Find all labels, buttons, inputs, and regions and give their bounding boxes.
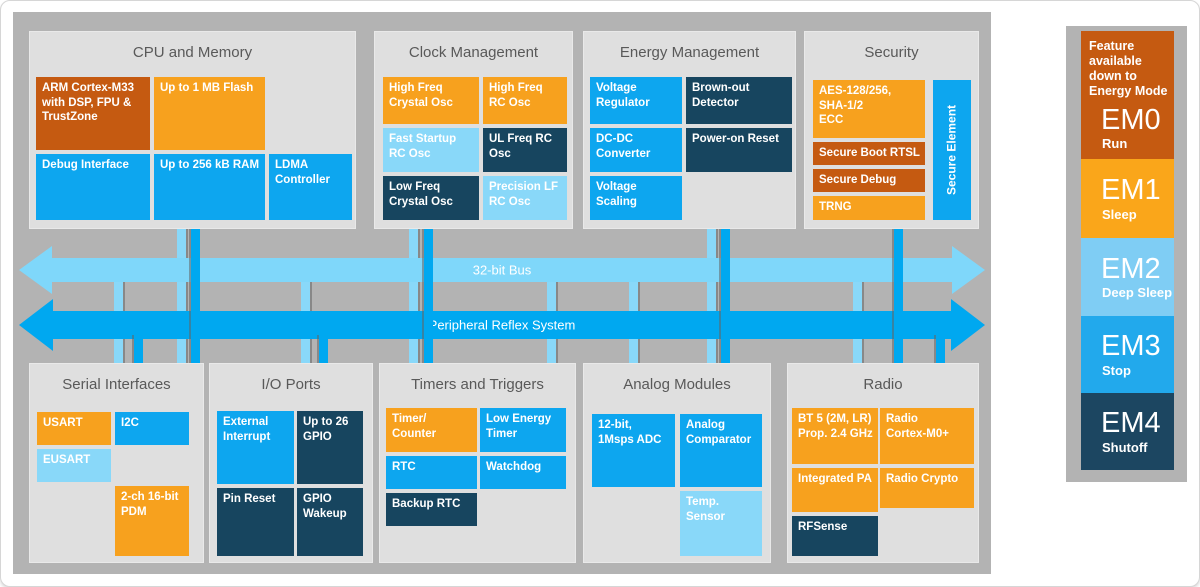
em3-id: EM3 xyxy=(1101,330,1161,363)
panel-title: Analog Modules xyxy=(623,376,731,393)
block-rtc: RTC xyxy=(386,456,477,489)
arrowhead-left xyxy=(19,246,52,294)
em2-name: Deep Sleep xyxy=(1102,285,1173,301)
panel-title: Energy Management xyxy=(619,44,760,61)
block-ldma-controller: LDMA Controller xyxy=(269,154,352,220)
block-integrated-pa: Integrated PA xyxy=(792,468,878,512)
panel-serial-interfaces: Serial Interfaces USART I2C EUSART 2-ch … xyxy=(29,363,204,563)
block-power-on-reset: Power-on Reset xyxy=(686,128,792,172)
block-ram: Up to 256 kB RAM xyxy=(154,154,265,220)
main-diagram-panel: 32-bit Bus Peripheral Reflex System CPU … xyxy=(13,12,991,574)
bus-32bit: 32-bit Bus xyxy=(19,246,985,294)
bus-32bit-label: 32-bit Bus xyxy=(472,262,532,278)
panel-radio: Radio BT 5 (2M, LR) Prop. 2.4 GHz Radio … xyxy=(787,363,979,563)
block-usart: USART xyxy=(37,412,111,445)
em0-name: Run xyxy=(1102,136,1128,151)
em1-id: EM1 xyxy=(1101,174,1161,207)
arrowhead-right xyxy=(951,299,985,351)
panel-title: I/O Ports xyxy=(261,376,321,393)
em4-id: EM4 xyxy=(1101,407,1161,440)
panel-title: Serial Interfaces xyxy=(62,376,171,393)
block-watchdog: Watchdog xyxy=(480,456,566,489)
block-ul-freq-rc-osc: UL Freq RC Osc xyxy=(483,128,567,172)
block-secure-element: Secure Element xyxy=(933,80,971,220)
bus-connector xyxy=(409,229,418,363)
em2-id: EM2 xyxy=(1101,252,1161,285)
block-fast-startup-rc-osc: Fast Startup RC Osc xyxy=(383,128,479,172)
block-low-energy-timer: Low Energy Timer xyxy=(480,408,566,452)
block-temp-sensor: Temp. Sensor xyxy=(680,491,762,556)
panel-io-ports: I/O Ports External Interrupt Up to 26 GP… xyxy=(209,363,373,563)
block-external-interrupt: External Interrupt xyxy=(217,411,294,484)
energy-mode-legend: Feature available down to Energy Mode EM… xyxy=(1066,26,1187,482)
block-pdm: 2-ch 16-bit PDM xyxy=(115,486,189,556)
block-hf-rc-osc: High Freq RC Osc xyxy=(483,77,567,124)
block-voltage-scaling: Voltage Scaling xyxy=(590,176,682,220)
bus-connector xyxy=(134,335,143,363)
block-trng: TRNG xyxy=(813,196,925,220)
block-radio-crypto: Radio Crypto xyxy=(880,468,974,508)
block-dcdc-converter: DC-DC Converter xyxy=(590,128,682,172)
block-precision-lf-rc-osc: Precision LF RC Osc xyxy=(483,176,567,220)
panel-timers-and-triggers: Timers and Triggers Timer/ Counter Low E… xyxy=(379,363,576,563)
bus-32bit-body: 32-bit Bus xyxy=(52,258,952,282)
block-secure-boot-rtsl: Secure Boot RTSL xyxy=(813,142,925,165)
block-backup-rtc: Backup RTC xyxy=(386,493,477,526)
block-timer-counter: Timer/ Counter xyxy=(386,408,477,452)
block-flash: Up to 1 MB Flash xyxy=(154,77,265,150)
bus-prs-label: Peripheral Reflex System xyxy=(428,317,576,333)
panel-cpu-and-memory: CPU and Memory ARM Cortex-M33 with DSP, … xyxy=(29,31,356,229)
block-debug-interface: Debug Interface xyxy=(36,154,150,220)
block-arm-cortex-m33: ARM Cortex-M33 with DSP, FPU & TrustZone xyxy=(36,77,150,150)
block-brown-out-detector: Brown-out Detector xyxy=(686,77,792,124)
panel-clock-management: Clock Management High Freq Crystal Osc H… xyxy=(374,31,573,229)
block-aes-sha-ecc: AES-128/256, SHA-1/2 ECC xyxy=(813,80,925,138)
panel-security: Security AES-128/256, SHA-1/2 ECC Secure… xyxy=(804,31,979,229)
block-bt5: BT 5 (2M, LR) Prop. 2.4 GHz xyxy=(792,408,878,464)
block-pin-reset: Pin Reset xyxy=(217,488,294,556)
panel-title: Security xyxy=(864,44,919,61)
em4-name: Shutoff xyxy=(1102,439,1148,455)
em-block-em0: Feature available down to Energy Mode EM… xyxy=(1081,31,1174,159)
block-adc: 12-bit, 1Msps ADC xyxy=(592,414,675,487)
bus-connector xyxy=(936,335,945,363)
block-voltage-regulator: Voltage Regulator xyxy=(590,77,682,124)
block-lf-crystal-osc: Low Freq Crystal Osc xyxy=(383,176,479,220)
bus-peripheral-reflex: Peripheral Reflex System xyxy=(19,299,985,351)
block-gpio: Up to 26 GPIO xyxy=(297,411,363,484)
arrowhead-left xyxy=(19,299,53,351)
arrowhead-right xyxy=(952,246,985,294)
bus-prs-body: Peripheral Reflex System xyxy=(53,311,951,339)
em-block-em2: EM2 Deep Sleep xyxy=(1081,238,1174,316)
panel-title: Radio xyxy=(863,376,903,393)
block-gpio-wakeup: GPIO Wakeup xyxy=(297,488,363,556)
bus-connector xyxy=(894,229,903,363)
bus-connector xyxy=(319,335,328,363)
block-rfsense: RFSense xyxy=(792,516,878,556)
block-secure-debug: Secure Debug xyxy=(813,169,925,192)
panel-title: CPU and Memory xyxy=(132,44,253,61)
em0-id: EM0 xyxy=(1101,103,1161,136)
panel-title: Timers and Triggers xyxy=(411,376,544,393)
panel-energy-management: Energy Management Voltage Regulator Brow… xyxy=(583,31,796,229)
em-block-em1: EM1 Sleep xyxy=(1081,159,1174,238)
legend-header: Feature available down to Energy Mode xyxy=(1089,39,1168,98)
block-i2c: I2C xyxy=(115,412,189,445)
em1-name: Sleep xyxy=(1102,206,1137,222)
block-hf-crystal-osc: High Freq Crystal Osc xyxy=(383,77,479,124)
bus-connector xyxy=(707,229,716,363)
bus-connector xyxy=(721,229,730,363)
bus-connector xyxy=(177,229,186,363)
em-block-em3: EM3 Stop xyxy=(1081,316,1174,393)
bus-connector xyxy=(424,229,433,363)
bus-connector xyxy=(191,229,200,363)
block-analog-comparator: Analog Comparator xyxy=(680,414,762,487)
block-eusart: EUSART xyxy=(37,449,111,482)
em0-labels: EM0 Run xyxy=(1081,103,1174,159)
panel-title: Clock Management xyxy=(408,44,539,61)
em-block-em4: EM4 Shutoff xyxy=(1081,393,1174,470)
block-radio-cortex-m0: Radio Cortex-M0+ xyxy=(880,408,974,464)
panel-analog-modules: Analog Modules 12-bit, 1Msps ADC Analog … xyxy=(583,363,771,563)
em3-name: Stop xyxy=(1102,362,1131,378)
